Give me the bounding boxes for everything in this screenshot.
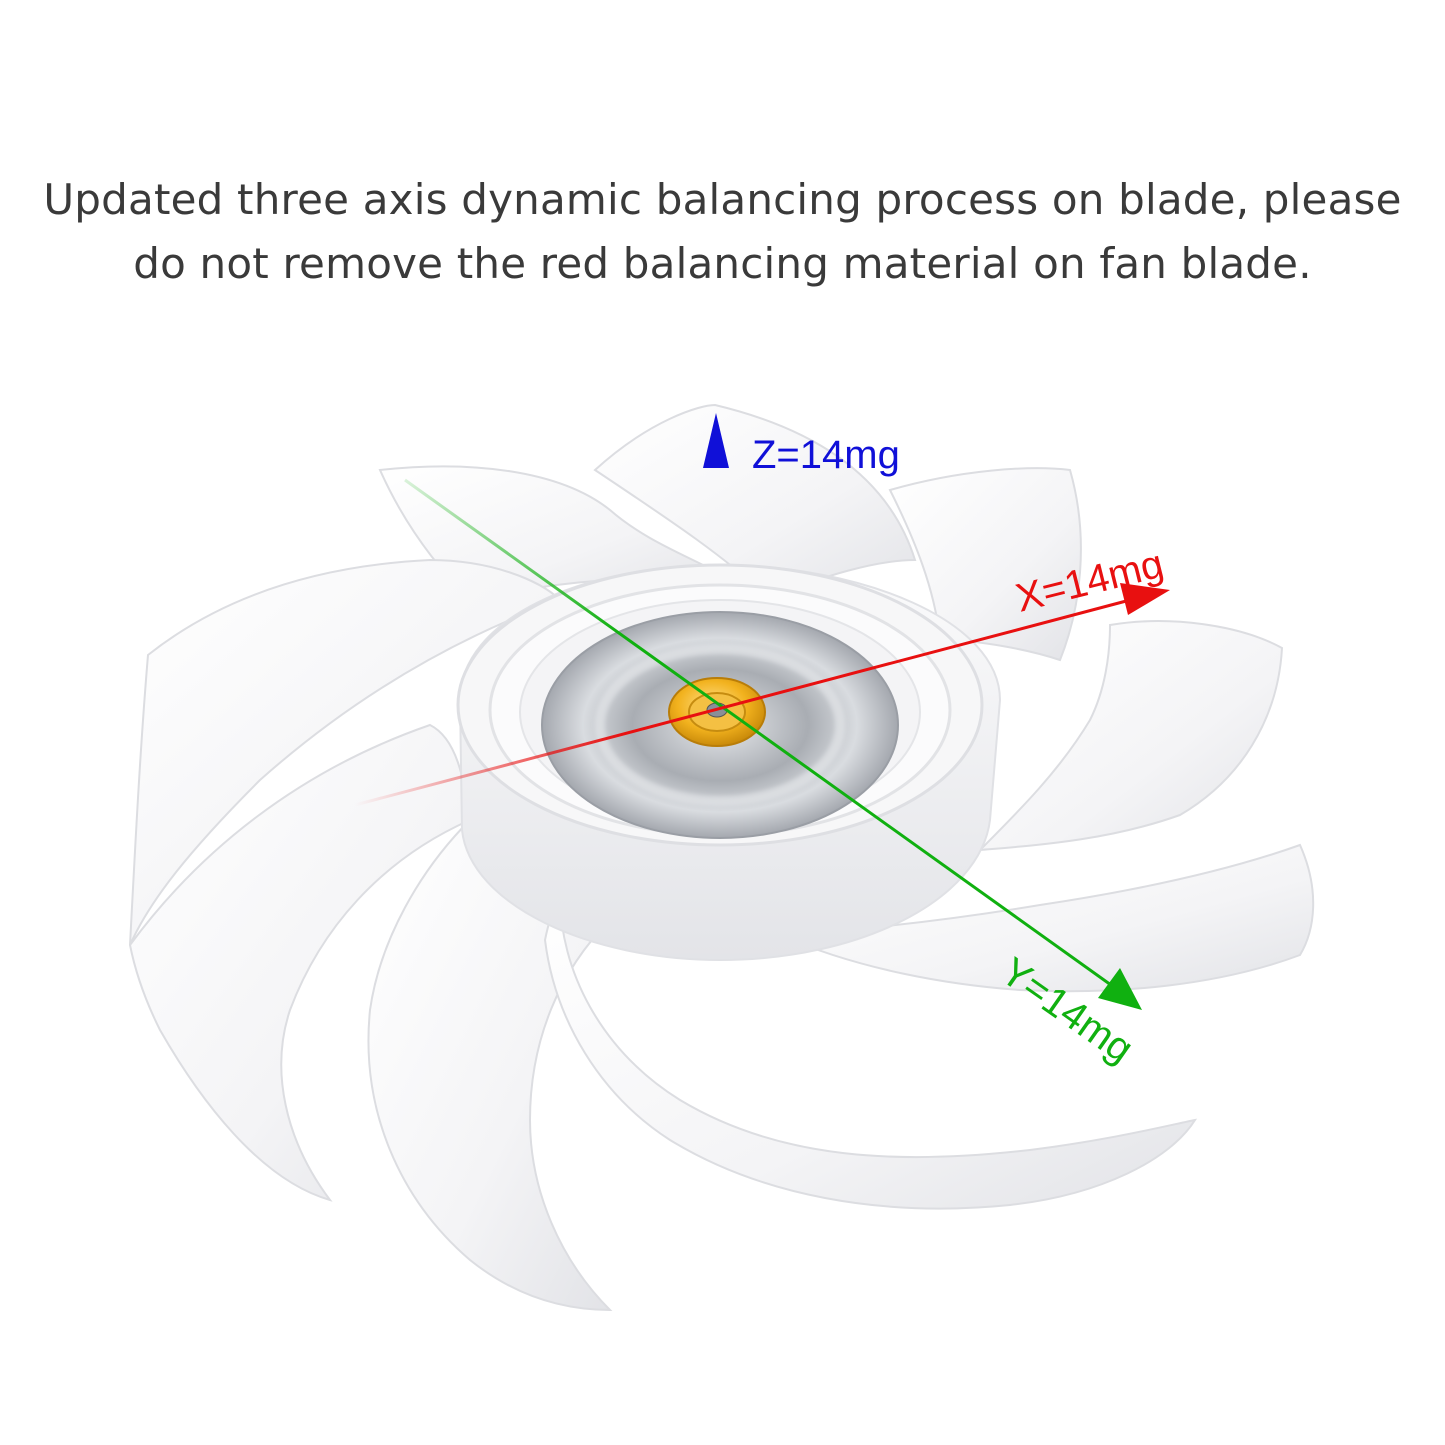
fan-hub xyxy=(456,563,1002,962)
hub-metal-sheen xyxy=(595,644,845,806)
blade-left-lower xyxy=(128,723,472,1202)
blade-bottom xyxy=(543,894,1198,1210)
z-axis-label: Z=14mg xyxy=(752,433,900,477)
blade-left xyxy=(129,558,562,946)
blade-right-upper xyxy=(977,620,1284,852)
caption-line-1: Updated three axis dynamic balancing pro… xyxy=(43,175,1402,224)
blade-right-lower xyxy=(779,843,1315,993)
z-axis-arrowhead xyxy=(703,413,729,468)
caption: Updated three axis dynamic balancing pro… xyxy=(0,168,1445,296)
y-axis-arrowhead xyxy=(1098,968,1142,1010)
caption-line-2: do not remove the red balancing material… xyxy=(133,239,1312,288)
x-axis-arrowhead xyxy=(1120,583,1170,615)
x-axis-line xyxy=(354,598,1131,807)
blade-top xyxy=(593,403,917,602)
y-axis-line xyxy=(404,478,1119,992)
fan-blades xyxy=(128,403,1315,1312)
blade-top-right xyxy=(888,467,1082,662)
